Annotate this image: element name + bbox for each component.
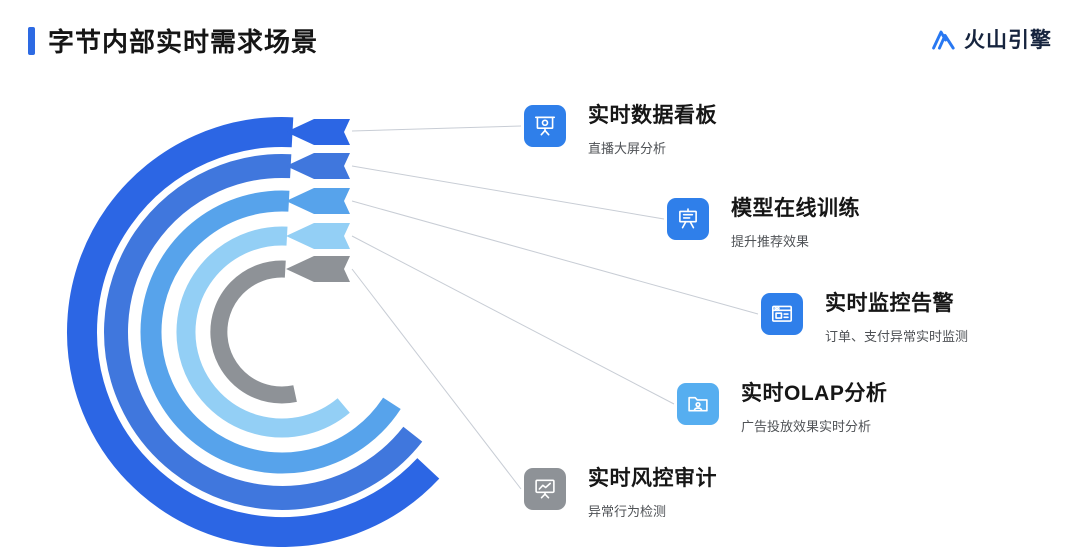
connector-lines — [351, 125, 759, 490]
scenario-item-olap: 实时OLAP分析 广告投放效果实时分析 — [677, 382, 887, 435]
scenario-item-dashboard: 实时数据看板 直播大屏分析 — [524, 104, 717, 157]
arc-ring-4 — [176, 226, 350, 438]
connector-line — [351, 165, 665, 220]
scenario-subtitle: 订单、支付异常实时监测 — [825, 329, 969, 344]
scenario-title: 实时监控告警 — [825, 292, 954, 315]
page-title: 字节内部实时需求场景 — [48, 27, 319, 57]
brand-logo: 火山引擎 — [930, 24, 1052, 54]
arrow-marker-4 — [286, 223, 350, 249]
scenario-title: 实时风控审计 — [588, 467, 717, 490]
arrow-marker-1 — [286, 119, 350, 145]
arc-rings — [67, 117, 440, 547]
volcano-mountain-icon — [932, 30, 955, 50]
scenario-title: 模型在线训练 — [731, 197, 860, 220]
folder-user-icon — [677, 383, 719, 425]
projector-screen-icon — [524, 105, 566, 147]
header: 字节内部实时需求场景 — [28, 22, 318, 59]
brand-name: 火山引擎 — [964, 29, 1052, 52]
arc-ring-2 — [104, 153, 423, 510]
connector-line — [351, 235, 675, 405]
arc-ring-1 — [67, 117, 440, 547]
scenario-item-monitoring: 实时监控告警 订单、支付异常实时监测 — [761, 292, 969, 345]
arrow-marker-5 — [286, 256, 350, 282]
arc-ring-3 — [140, 190, 401, 474]
scenario-item-risk: 实时风控审计 异常行为检测 — [524, 467, 717, 520]
scenario-subtitle: 提升推荐效果 — [731, 234, 810, 249]
scenario-item-training: 模型在线训练 提升推荐效果 — [667, 197, 860, 250]
training-board-icon — [667, 198, 709, 240]
connector-line — [351, 268, 522, 490]
scenario-subtitle: 异常行为检测 — [588, 504, 667, 519]
arrow-marker-3 — [286, 188, 350, 214]
scenario-title: 实时数据看板 — [588, 104, 717, 127]
scenario-subtitle: 直播大屏分析 — [588, 141, 667, 156]
chart-board-icon — [524, 468, 566, 510]
connector-line — [351, 200, 759, 315]
arc-ring-5 — [210, 260, 297, 404]
arrow-marker-2 — [286, 153, 350, 179]
monitor-window-icon — [761, 293, 803, 335]
scenario-title: 实时OLAP分析 — [741, 382, 888, 405]
title-accent-bar — [28, 26, 35, 55]
connector-line — [351, 125, 522, 132]
arc-arrowheads — [286, 119, 350, 282]
scenario-subtitle: 广告投放效果实时分析 — [741, 419, 872, 434]
